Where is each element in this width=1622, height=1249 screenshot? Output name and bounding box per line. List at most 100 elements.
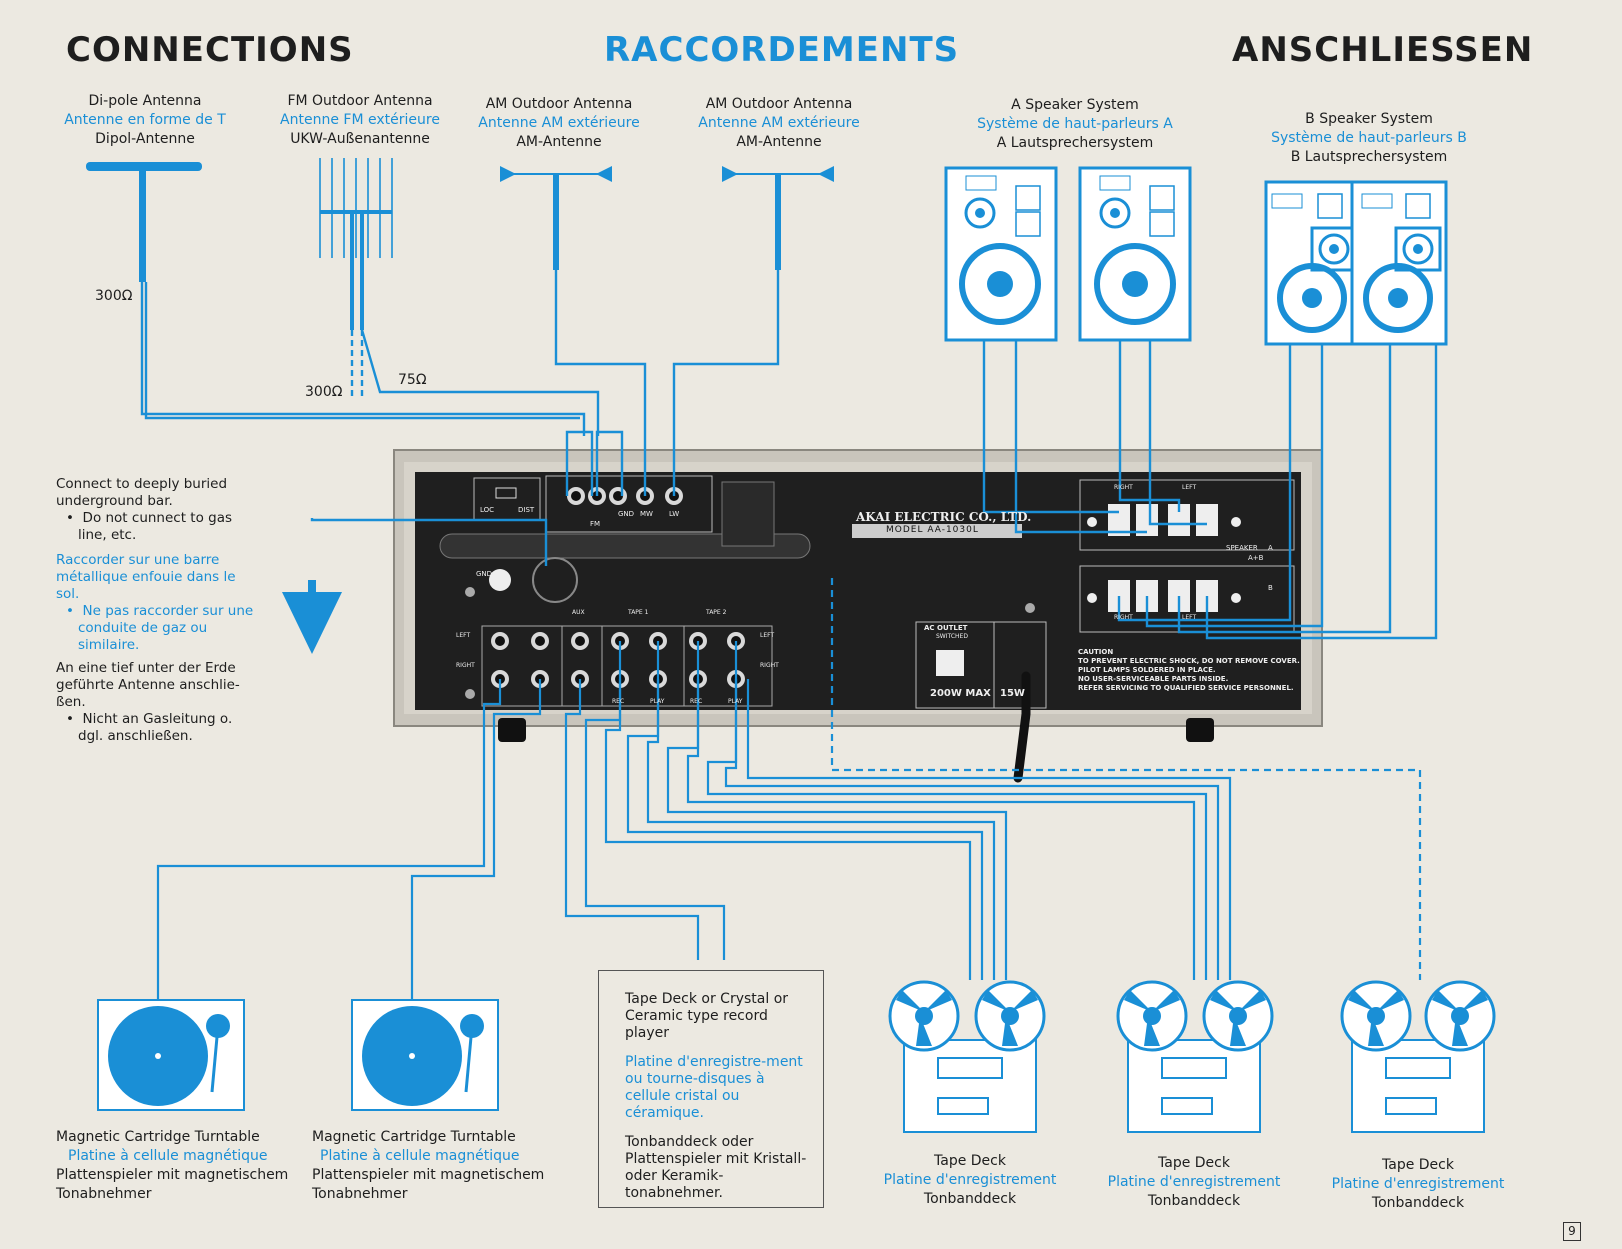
turntable-1-label: Magnetic Cartridge Turntable Platine à c… — [56, 1128, 288, 1204]
fm-outdoor-antenna-label: FM Outdoor Antenna Antenne FM extérieure… — [270, 92, 450, 149]
panel-model: MODEL AA-1030L — [886, 525, 979, 535]
speaker-a-label: A Speaker System Système de haut-parleur… — [960, 96, 1190, 153]
am-1-fr: Antenne AM extérieure — [478, 115, 640, 131]
panel-lw: LW — [669, 510, 680, 518]
panel-ac-rating: 200W MAX — [930, 688, 991, 699]
speaker-b-de: B Lautsprechersystem — [1290, 149, 1448, 165]
turntable-1-graphic — [97, 999, 245, 1111]
panel-speaker-b: B — [1268, 584, 1273, 592]
turntable-1-de2: Tonabnehmer — [56, 1186, 152, 1202]
panel-spk-left-b: LEFT — [1182, 614, 1197, 621]
panel-spk-right-a: RIGHT — [1114, 484, 1133, 491]
ground-note-de: An eine tief unter der Erde geführte Ant… — [56, 660, 240, 710]
turntable-1-en: Magnetic Cartridge Turntable — [56, 1129, 260, 1145]
tape-deck-2-de: Tonbanddeck — [1147, 1193, 1241, 1209]
ground-note-en-bullet-text: Do not cunnect to gas line, etc. — [78, 510, 233, 543]
fm-outdoor-en: FM Outdoor Antenna — [287, 93, 433, 109]
turntable-1-fr: Platine à cellule magnétique — [68, 1148, 268, 1164]
ground-note: Connect to deeply buried underground bar… — [56, 476, 254, 745]
ground-note-en: Connect to deeply buried underground bar… — [56, 476, 228, 509]
tape-deck-1-label: Tape Deck Platine d'enregistrement Tonba… — [870, 1152, 1070, 1209]
tape-deck-2-graphic — [1116, 980, 1274, 1133]
page-number: 9 — [1563, 1222, 1581, 1241]
panel-caution: CAUTION TO PREVENT ELECTRIC SHOCK, DO NO… — [1078, 648, 1300, 693]
panel-aux: AUX — [572, 609, 585, 616]
fm-impedance-300: 300Ω — [305, 384, 343, 400]
tape-deck-1-de: Tonbanddeck — [923, 1191, 1017, 1207]
speaker-a-graphics — [944, 166, 1192, 342]
panel-right-1: RIGHT — [456, 662, 475, 669]
tape-deck-1-graphic — [888, 980, 1046, 1133]
caution-line: NO USER-SERVICEABLE PARTS INSIDE. — [1078, 675, 1229, 683]
ground-note-fr-bullet-text: Ne pas raccorder sur une conduite de gaz… — [78, 603, 254, 653]
am-antenna-2-graphic — [722, 166, 834, 270]
am-antenna-1-graphic — [500, 166, 612, 270]
fm-outdoor-antenna-graphic — [319, 158, 393, 330]
dipole-antenna-graphic — [86, 162, 202, 282]
ground-note-fr-bullet: • Ne pas raccorder sur une conduite de g… — [66, 603, 254, 653]
dipole-en: Di-pole Antenna — [88, 93, 202, 109]
caution-line: REFER SERVICING TO QUALIFIED SERVICE PER… — [1078, 684, 1294, 692]
dipole-impedance: 300Ω — [95, 288, 133, 304]
ground-note-fr: Raccorder sur une barre métallique enfou… — [56, 552, 236, 602]
panel-mw: MW — [640, 510, 653, 518]
turntable-2-graphic — [351, 999, 499, 1111]
panel-brand: AKAI ELECTRIC CO., LTD. — [856, 510, 1032, 524]
turntable-2-en: Magnetic Cartridge Turntable — [312, 1129, 516, 1145]
tape-deck-1-fr: Platine d'enregistrement — [883, 1172, 1057, 1188]
turntable-2-de1: Plattenspieler mit magnetischem — [312, 1167, 545, 1183]
panel-speaker: SPEAKER — [1226, 544, 1258, 552]
heading-french: RACCORDEMENTS — [604, 30, 960, 70]
panel-play-1: PLAY — [650, 698, 665, 705]
tape-deck-1-en: Tape Deck — [934, 1153, 1006, 1169]
speaker-a-de: A Lautsprechersystem — [996, 135, 1154, 151]
panel-ac-rating-2: 15W — [1000, 688, 1025, 699]
am-1-de: AM-Antenne — [516, 134, 602, 150]
ground-note-de-bullet: • Nicht an Gasleitung o. dgl. anschließe… — [66, 711, 233, 744]
speaker-b-label: B Speaker System Système de haut-parleur… — [1254, 110, 1484, 167]
tape-deck-2-fr: Platine d'enregistrement — [1107, 1174, 1281, 1190]
receiver-chassis — [393, 449, 1323, 742]
am-antenna-2-label: AM Outdoor Antenna Antenne AM extérieure… — [690, 95, 868, 152]
ground-stake-icon — [282, 580, 342, 654]
dipole-fr: Antenne en forme de T — [64, 112, 226, 128]
panel-gnd: GND — [618, 510, 635, 518]
panel-switched: SWITCHED — [936, 633, 968, 640]
dipole-antenna-label: Di-pole Antenna Antenne en forme de T Di… — [60, 92, 230, 149]
turntable-1-de1: Plattenspieler mit magnetischem — [56, 1167, 289, 1183]
caution-line: TO PREVENT ELECTRIC SHOCK, DO NOT REMOVE… — [1078, 657, 1300, 665]
fm-outdoor-fr: Antenne FM extérieure — [280, 112, 440, 128]
panel-tape2: TAPE 2 — [706, 609, 727, 616]
fm-outdoor-de: UKW-Außenantenne — [290, 131, 430, 147]
panel-rec-1: REC — [612, 698, 625, 705]
caution-line: PILOT LAMPS SOLDERED IN PLACE. — [1078, 666, 1216, 674]
am-2-fr: Antenne AM extérieure — [698, 115, 860, 131]
tape-deck-3-label: Tape Deck Platine d'enregistrement Tonba… — [1318, 1156, 1518, 1213]
turntable-2-fr: Platine à cellule magnétique — [320, 1148, 520, 1164]
fm-impedance-75: 75Ω — [398, 372, 427, 388]
am-1-en: AM Outdoor Antenna — [485, 96, 633, 112]
heading-english: CONNECTIONS — [66, 30, 354, 70]
am-antenna-1-label: AM Outdoor Antenna Antenne AM extérieure… — [470, 95, 648, 152]
speaker-b-fr: Système de haut-parleurs B — [1271, 130, 1467, 146]
ground-note-en-bullet: • Do not cunnect to gas line, etc. — [66, 510, 233, 543]
panel-left-1: LEFT — [456, 632, 471, 639]
speaker-b-en: B Speaker System — [1305, 111, 1433, 127]
tape-deck-3-fr: Platine d'enregistrement — [1331, 1176, 1505, 1192]
panel-tape1: TAPE 1 — [628, 609, 649, 616]
panel-spk-right-b: RIGHT — [1114, 614, 1133, 621]
panel-dist: DIST — [518, 506, 535, 514]
speaker-a-fr: Système de haut-parleurs A — [977, 116, 1173, 132]
ground-note-de-bullet-text: Nicht an Gasleitung o. dgl. anschließen. — [78, 711, 233, 744]
tape-deck-3-en: Tape Deck — [1382, 1157, 1454, 1173]
aux-source-box: Tape Deck or Crystal or Ceramic type rec… — [598, 970, 824, 1208]
turntable-2-label: Magnetic Cartridge Turntable Platine à c… — [312, 1128, 544, 1204]
tape-deck-2-label: Tape Deck Platine d'enregistrement Tonba… — [1094, 1154, 1294, 1211]
caution-title: CAUTION — [1078, 648, 1114, 656]
am-2-de: AM-Antenne — [736, 134, 822, 150]
panel-left-2: LEFT — [760, 632, 775, 639]
aux-box-de: Tonbanddeck oder Plattenspieler mit Kris… — [625, 1134, 807, 1201]
aux-box-en: Tape Deck or Crystal or Ceramic type rec… — [625, 991, 789, 1041]
turntable-2-de2: Tonabnehmer — [312, 1186, 408, 1202]
